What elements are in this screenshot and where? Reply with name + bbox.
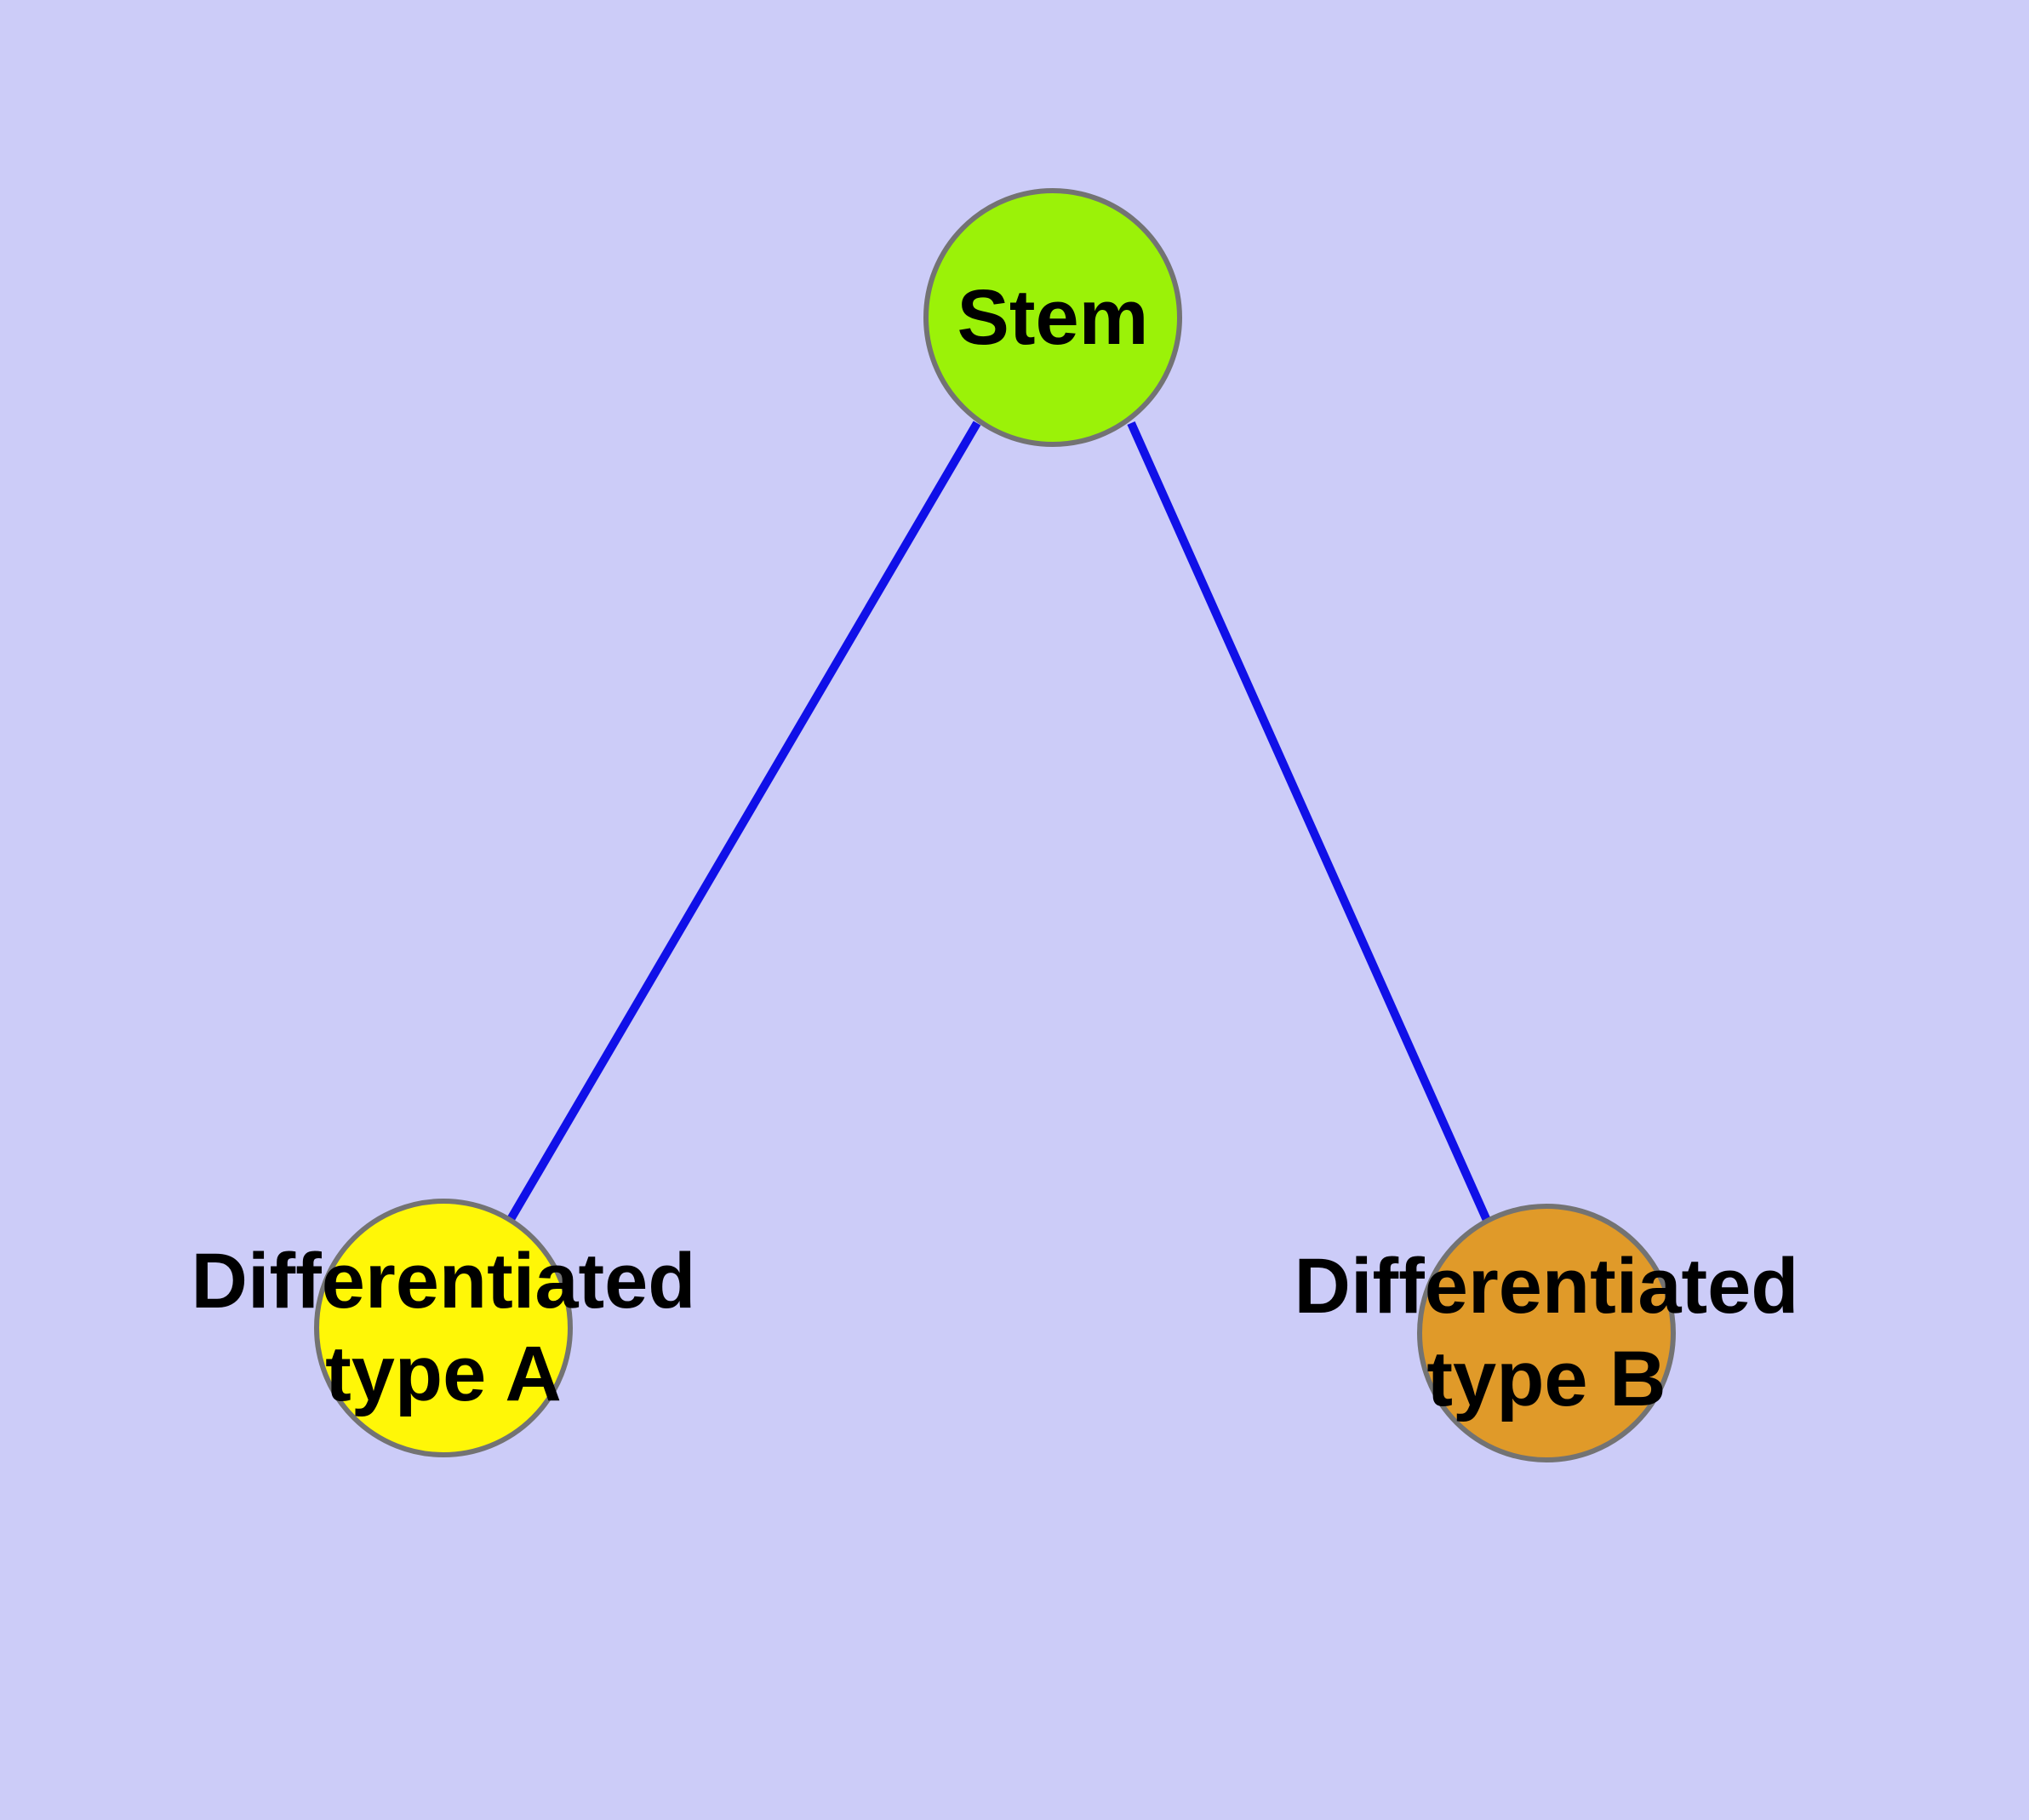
node-stem[interactable] xyxy=(923,188,1182,447)
node-differentiated-type-a[interactable] xyxy=(314,1199,573,1457)
edge-stem-to-differentiated-type-b[interactable] xyxy=(1127,421,1493,1227)
edge-stem-to-differentiated-type-a[interactable] xyxy=(506,421,981,1223)
node-differentiated-type-b[interactable] xyxy=(1417,1204,1676,1462)
